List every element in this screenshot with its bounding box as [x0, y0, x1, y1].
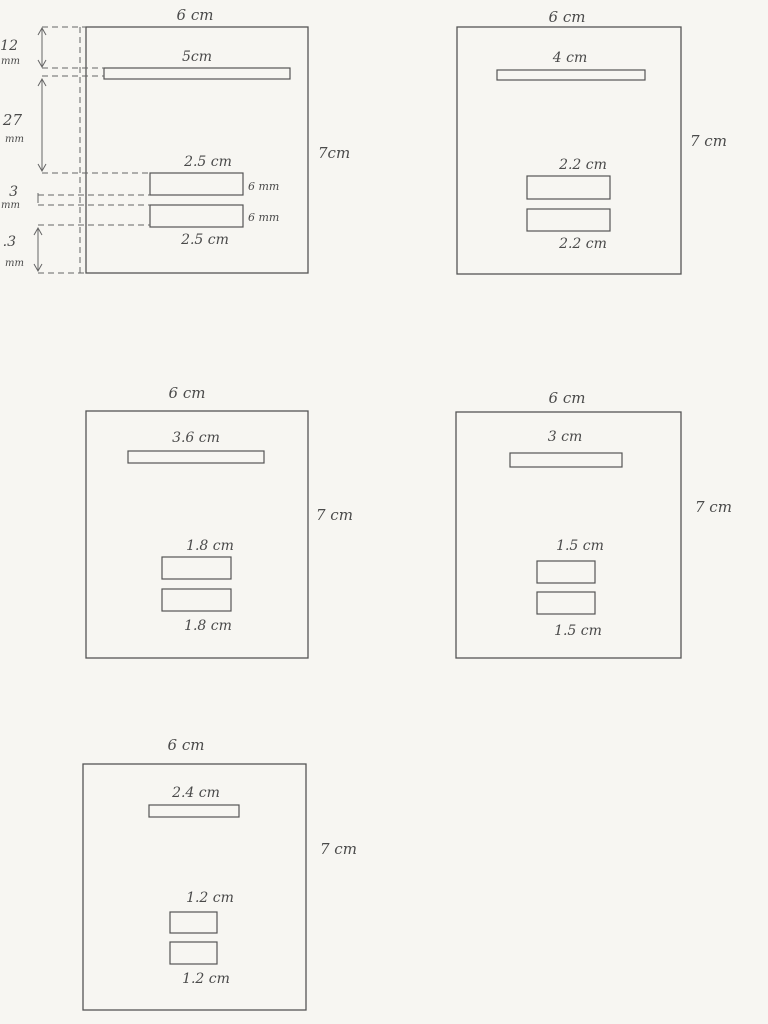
panel-2: 6 cm 7 cm 4 cm 2.2 cm 2.2 cm [456, 8, 727, 275]
panel-3-outline [85, 410, 309, 659]
panel-1-outline [85, 26, 309, 274]
panel-2-height-label: 7 cm [690, 132, 727, 150]
dim-3-value: 3 [9, 184, 18, 200]
panel-3-upper-small-label: 1.8 cm [186, 538, 234, 554]
dim-arrow-27 [37, 77, 47, 173]
panel-3-height-label: 7 cm [316, 506, 353, 524]
panel-1-slot-height-label-1: 6 mm [248, 180, 279, 193]
panel-5-height-label: 7 cm [320, 840, 357, 858]
panel-4-top-slot [509, 452, 623, 468]
dim-arrow-13 [33, 226, 43, 273]
panel-1-lower-small-label: 2.5 cm [180, 232, 229, 248]
panel-1-slot-height-label-2: 6 mm [248, 211, 279, 224]
dim-13-value: 1.3 [0, 234, 16, 250]
panel-5-outline [82, 763, 307, 1011]
panel-2-lower-small-label: 2.2 cm [558, 236, 607, 252]
panel-2-top-slot-label: 4 cm [552, 50, 587, 66]
panel-4-width-label: 6 cm [549, 389, 586, 407]
panel-4: 6 cm 7 cm 3 cm 1.5 cm 1.5 cm [455, 389, 732, 659]
panel-5-top-slot-label: 2.4 cm [171, 785, 220, 801]
panel-1-width-label: 6 cm [177, 6, 214, 24]
panel-4-upper-small-label: 1.5 cm [556, 538, 604, 554]
panel-2-width-label: 6 cm [549, 8, 586, 26]
dim-3-unit: mm [1, 200, 20, 211]
dim-27-unit: mm [5, 134, 24, 145]
panel-3-upper-small-slot [161, 556, 232, 580]
panel-4-top-slot-label: 3 cm [548, 429, 582, 445]
panel-4-height-label: 7 cm [695, 498, 732, 516]
dim-arrow-12 [37, 26, 47, 69]
panel-1-upper-small-label: 2.5 cm [183, 154, 232, 170]
panel-5-lower-small-label: 1.2 cm [182, 971, 230, 987]
panel-5-top-slot [148, 804, 240, 818]
dim-13-unit: mm [5, 258, 24, 269]
panel-4-lower-small-slot [536, 591, 596, 615]
panel-4-upper-small-slot [536, 560, 596, 584]
panel-1-height-label: 7cm [318, 144, 350, 162]
panel-3-lower-small-label: 1.8 cm [184, 618, 232, 634]
panel-4-lower-small-label: 1.5 cm [554, 623, 602, 639]
panel-3-top-slot [127, 450, 265, 464]
panel-2-upper-small-slot [526, 175, 611, 200]
panel-1: 6 cm 7cm 5cm 2.5 cm 2.5 cm 6 mm 6 mm [0, 6, 350, 274]
dim-12-value: 12 [0, 38, 18, 54]
dim-27-value: 27 [2, 111, 23, 129]
panel-3-top-slot-label: 3.6 cm [172, 430, 220, 446]
panel-4-outline [455, 411, 682, 659]
panel-5-lower-small-slot [169, 941, 218, 965]
panel-3-width-label: 6 cm [169, 384, 206, 402]
panel-2-upper-small-label: 2.2 cm [558, 157, 607, 173]
panel-1-upper-small-slot [149, 172, 244, 196]
panel-2-outline [456, 26, 682, 275]
panel-3-lower-small-slot [161, 588, 232, 612]
panel-2-lower-small-slot [526, 208, 611, 232]
dim-12-unit: mm [1, 56, 20, 67]
panel-1-top-slot [103, 67, 291, 80]
panel-5: 6 cm 7 cm 2.4 cm 1.2 cm 1.2 cm [82, 736, 357, 1011]
panel-5-width-label: 6 cm [168, 736, 205, 754]
panel-1-top-slot-label: 5cm [182, 49, 212, 65]
panel-1-lower-small-slot [149, 204, 244, 228]
panel-3: 6 cm 7 cm 3.6 cm 1.8 cm 1.8 cm [85, 384, 353, 659]
panel-2-top-slot [496, 69, 646, 81]
panel-5-upper-small-label: 1.2 cm [186, 890, 234, 906]
panel-5-upper-small-slot [169, 911, 218, 934]
